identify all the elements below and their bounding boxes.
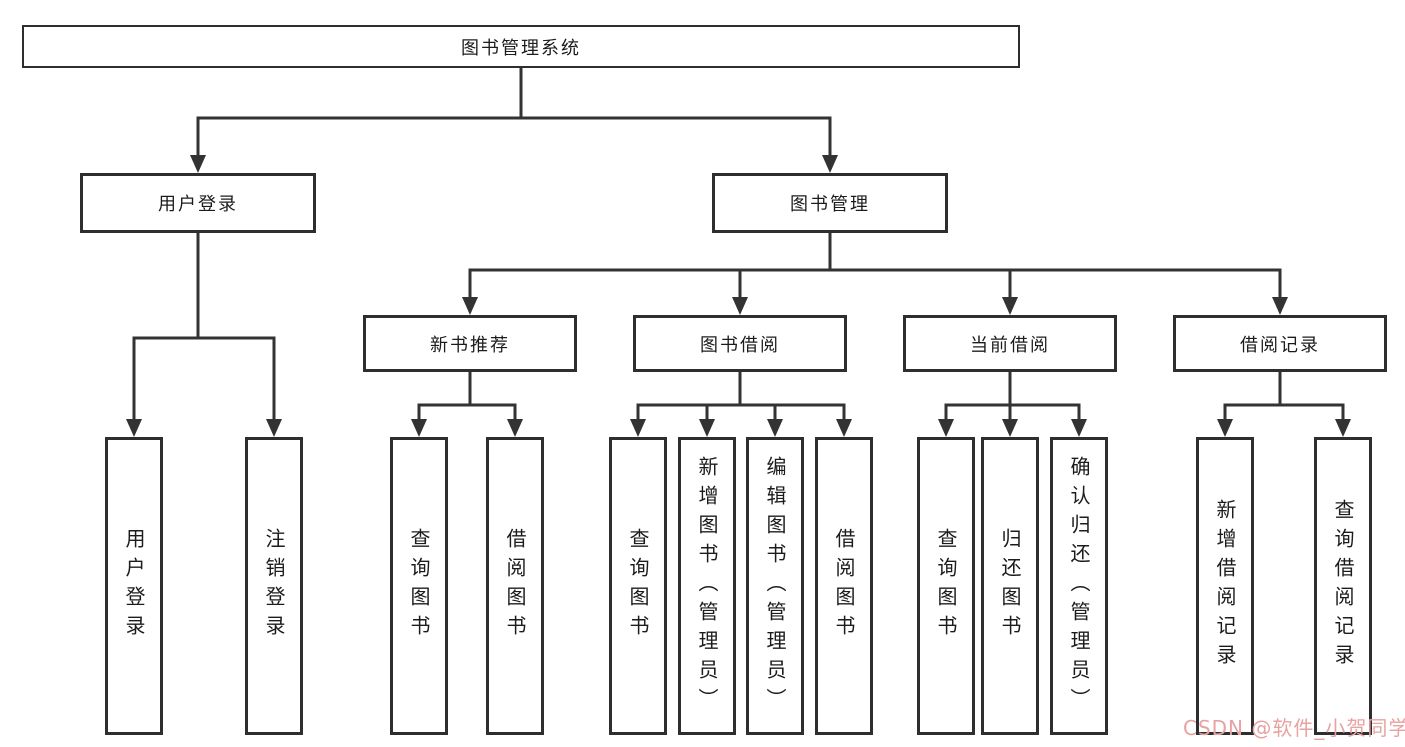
arrowhead bbox=[1071, 419, 1087, 437]
current-borrow-branch-line bbox=[944, 372, 1081, 421]
node-book-management: 图书管理 bbox=[712, 173, 948, 233]
arrowhead bbox=[266, 419, 282, 437]
root-branch-line bbox=[196, 68, 832, 157]
csdn-watermark: CSDN @软件_小贺同学 bbox=[1183, 716, 1405, 740]
arrowhead bbox=[1002, 419, 1018, 437]
arrowhead bbox=[190, 155, 206, 173]
arrowhead bbox=[462, 297, 478, 315]
leaf-newbook-borrow-books: 借阅图书 bbox=[486, 437, 544, 735]
arrowhead bbox=[732, 297, 748, 315]
arrowhead bbox=[630, 419, 646, 437]
arrowhead bbox=[1272, 297, 1288, 315]
leaf-user-login: 用户登录 bbox=[105, 437, 163, 735]
node-borrow-record: 借阅记录 bbox=[1173, 315, 1387, 372]
leaf-record-query-borrow-record: 查询借阅记录 bbox=[1314, 437, 1372, 735]
arrowhead bbox=[1217, 419, 1233, 437]
leaf-logout: 注销登录 bbox=[245, 437, 303, 735]
node-current-borrow: 当前借阅 bbox=[903, 315, 1117, 372]
leaf-borrow-edit-books-admin: 编辑图书（管理员） bbox=[746, 437, 804, 735]
leaf-current-confirm-return-admin: 确认归还（管理员） bbox=[1050, 437, 1108, 735]
node-new-book-recommend: 新书推荐 bbox=[363, 315, 577, 372]
borrow-record-branch-line bbox=[1223, 372, 1345, 421]
arrowheads bbox=[126, 155, 1351, 437]
arrowhead bbox=[938, 419, 954, 437]
user-login-branch-line bbox=[132, 233, 276, 421]
arrowhead bbox=[411, 419, 427, 437]
node-user-login: 用户登录 bbox=[80, 173, 316, 233]
leaf-borrow-query-books: 查询图书 bbox=[609, 437, 667, 735]
book-borrow-branch-line bbox=[636, 372, 846, 421]
arrowhead bbox=[836, 419, 852, 437]
book-mgmt-branch-line bbox=[468, 233, 1282, 299]
arrowhead bbox=[699, 419, 715, 437]
arrowhead bbox=[1335, 419, 1351, 437]
arrowhead bbox=[822, 155, 838, 173]
node-library-management-system: 图书管理系统 bbox=[22, 25, 1020, 68]
arrowhead bbox=[507, 419, 523, 437]
leaf-borrow-add-books-admin: 新增图书（管理员） bbox=[678, 437, 736, 735]
arrowhead bbox=[1002, 297, 1018, 315]
leaf-newbook-query-books: 查询图书 bbox=[390, 437, 448, 735]
arrowhead bbox=[126, 419, 142, 437]
leaf-current-return-books: 归还图书 bbox=[981, 437, 1039, 735]
new-book-branch-line bbox=[417, 372, 517, 421]
leaf-borrow-borrow-books: 借阅图书 bbox=[815, 437, 873, 735]
arrowhead bbox=[767, 419, 783, 437]
node-book-borrow: 图书借阅 bbox=[633, 315, 847, 372]
leaf-record-add-borrow-record: 新增借阅记录 bbox=[1196, 437, 1254, 735]
leaf-current-query-books: 查询图书 bbox=[917, 437, 975, 735]
